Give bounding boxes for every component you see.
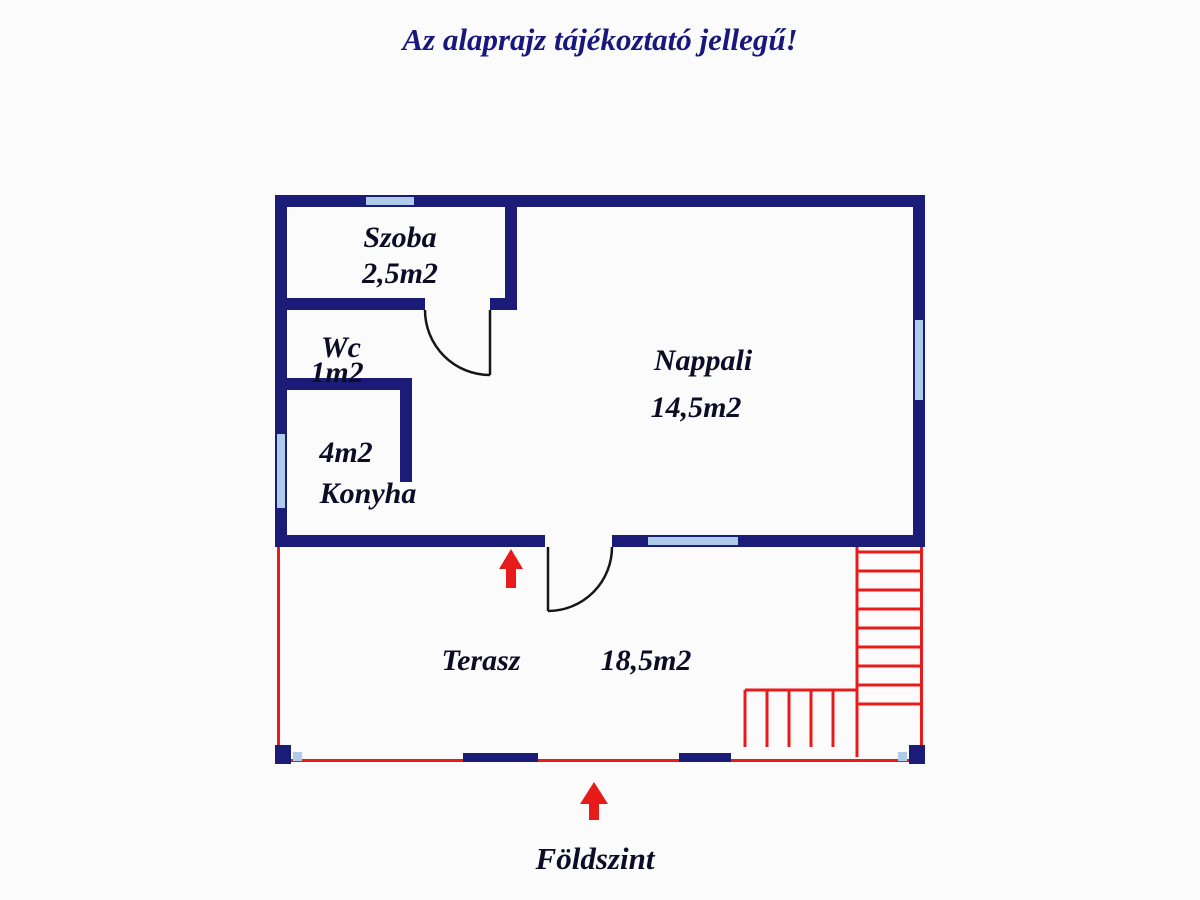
corner-block-right bbox=[909, 745, 925, 764]
wall-szoba-bottom-stub bbox=[490, 298, 517, 310]
terrace-outline bbox=[277, 547, 923, 762]
wall-bottom-left-segment bbox=[275, 535, 545, 547]
window-mid-wall-icon bbox=[648, 537, 738, 545]
room-label-nappali: Nappali bbox=[653, 344, 753, 377]
door-swing-arc-icon-upper bbox=[423, 309, 492, 377]
room-area-nappali: 14,5m2 bbox=[650, 391, 742, 424]
wall-szoba-bottom bbox=[275, 298, 425, 310]
room-area-terasz: 18,5m2 bbox=[600, 644, 692, 677]
window-bottom-right-icon bbox=[898, 752, 907, 761]
window-bottom-left-icon bbox=[293, 752, 302, 761]
room-label-szoba: Szoba bbox=[363, 221, 437, 254]
stairs-icon bbox=[743, 547, 921, 757]
room-label-terasz: Terasz bbox=[441, 644, 521, 677]
red-up-arrow-icon bbox=[499, 549, 523, 569]
room-label-konyha: Konyha bbox=[319, 477, 417, 510]
room-area-szoba: 2,5m2 bbox=[362, 257, 438, 290]
corner-block-left bbox=[275, 745, 291, 764]
bottom-wall-segments bbox=[275, 745, 925, 764]
disclaimer-title: Az alaprajz tájékoztató jellegű! bbox=[402, 22, 798, 57]
interior-walls bbox=[275, 195, 517, 482]
red-up-arrow-icon bbox=[580, 782, 608, 804]
window-left-icon bbox=[277, 434, 285, 508]
bottom-segment-2 bbox=[679, 753, 731, 762]
terrace-door-arrow bbox=[499, 549, 523, 588]
room-label-wc: Wc bbox=[321, 331, 361, 364]
wall-szoba-nappali bbox=[505, 195, 517, 310]
red-up-arrow-stem bbox=[589, 804, 599, 820]
red-up-arrow-stem bbox=[506, 569, 516, 588]
floor-label: Földszint bbox=[535, 841, 655, 876]
room-area-konyha: 4m2 bbox=[319, 436, 373, 469]
bottom-segment-1 bbox=[463, 753, 538, 762]
entrance-arrow bbox=[580, 782, 608, 820]
wall-wc-bottom bbox=[275, 378, 412, 390]
door-swing-arc-icon-terrace bbox=[546, 546, 614, 613]
window-top-icon bbox=[366, 197, 414, 205]
room-area-wc: 1m2 bbox=[310, 356, 364, 389]
window-right-icon bbox=[915, 320, 923, 400]
wall-konyha-right bbox=[400, 378, 412, 482]
door-swings bbox=[423, 309, 614, 613]
windows bbox=[277, 197, 923, 545]
wall-top bbox=[275, 195, 925, 207]
